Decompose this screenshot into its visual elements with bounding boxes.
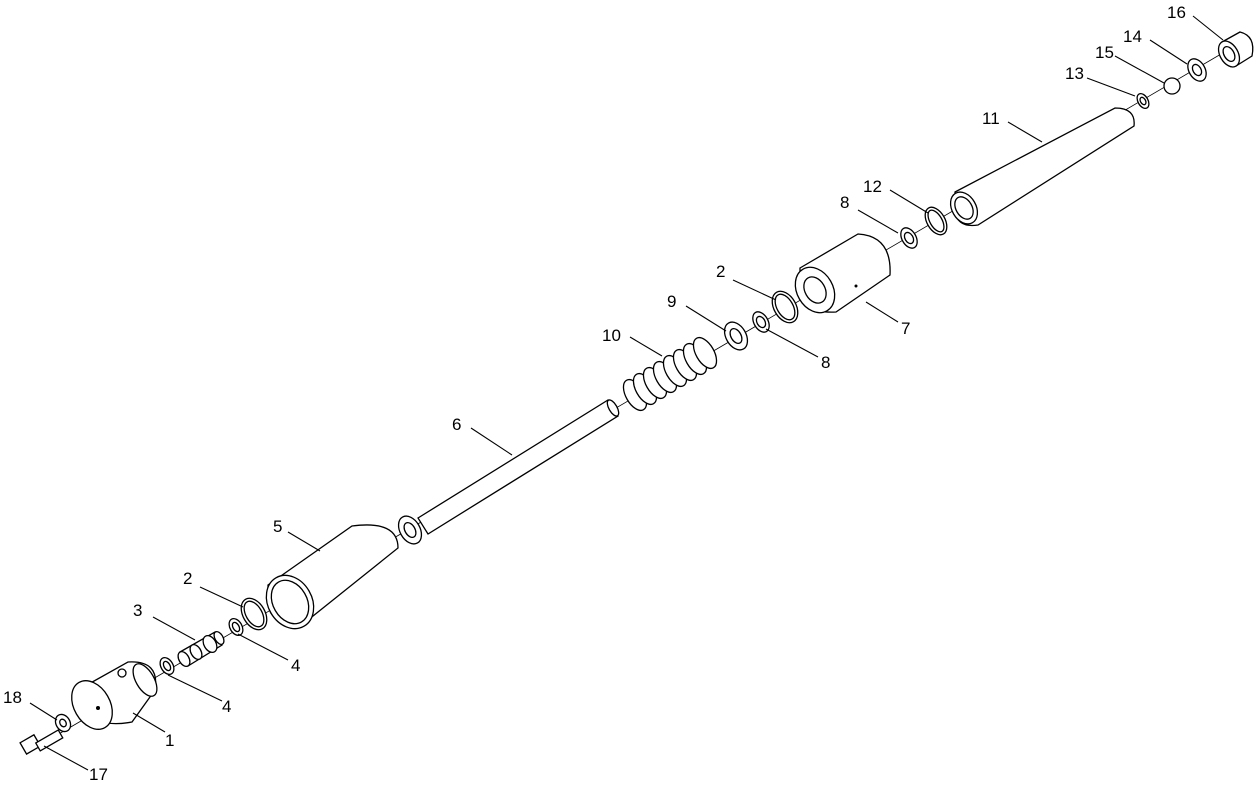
leader-17 xyxy=(43,745,89,771)
callout-12: 12 xyxy=(863,177,882,196)
callout-13: 13 xyxy=(1065,64,1084,83)
part-16-end-fitting xyxy=(1217,31,1254,68)
callout-2-lower: 2 xyxy=(183,569,192,588)
callout-6: 6 xyxy=(452,415,461,434)
callout-18: 18 xyxy=(3,688,22,707)
part-13-snap-ring xyxy=(1136,92,1150,110)
leader-13 xyxy=(1086,77,1136,97)
callout-1: 1 xyxy=(165,731,174,750)
part-18-washer xyxy=(54,713,72,733)
part-15-check-ball xyxy=(1163,77,1181,95)
leader-9 xyxy=(685,305,727,332)
callout-3: 3 xyxy=(133,601,142,620)
callout-9: 9 xyxy=(667,292,676,311)
part-5-cylinder-barrel xyxy=(265,524,399,630)
callout-10: 10 xyxy=(602,326,621,345)
callout-11: 11 xyxy=(982,109,1000,128)
leader-18 xyxy=(29,702,58,721)
leader-11 xyxy=(1007,121,1043,143)
leader-7 xyxy=(865,301,899,323)
callout-8-upper: 8 xyxy=(840,193,849,212)
callout-4-upper: 4 xyxy=(291,656,300,675)
callout-4-lower: 4 xyxy=(222,697,231,716)
callout-labels: 1 2 2 3 4 4 5 6 7 8 8 9 10 11 12 13 14 1… xyxy=(3,3,1186,784)
leader-8-lower xyxy=(765,328,819,358)
callout-8-lower: 8 xyxy=(821,353,830,372)
leader-2-upper xyxy=(732,279,777,301)
part-14-ball-seat xyxy=(1187,58,1207,82)
part-4-o-ring-upper xyxy=(228,617,244,637)
part-11-outer-tube xyxy=(949,107,1135,227)
leader-15 xyxy=(1114,55,1165,84)
leader-3 xyxy=(152,616,196,641)
leader-lines xyxy=(29,15,1224,771)
leader-14 xyxy=(1149,39,1188,65)
leader-16 xyxy=(1192,15,1224,41)
part-8-bushing-lower xyxy=(752,311,770,333)
part-8-bushing-upper xyxy=(900,227,918,249)
part-2-seal-ring-upper xyxy=(771,290,799,324)
callout-16: 16 xyxy=(1167,3,1186,22)
leader-8-upper xyxy=(857,209,899,234)
leader-12 xyxy=(889,189,929,214)
part-4-o-ring-lower xyxy=(159,656,175,676)
leader-2-lower xyxy=(199,586,244,608)
part-3-valve-spool xyxy=(177,630,225,668)
callout-7: 7 xyxy=(901,319,910,338)
leader-4-lower xyxy=(167,674,223,702)
leader-5 xyxy=(287,531,321,552)
part-12-o-ring xyxy=(924,206,948,236)
leader-10 xyxy=(629,336,663,357)
callout-2-upper: 2 xyxy=(716,262,725,281)
callout-14: 14 xyxy=(1123,27,1142,46)
callout-5: 5 xyxy=(273,517,282,536)
callout-15: 15 xyxy=(1095,43,1114,62)
part-9-spring-seat xyxy=(723,321,749,351)
callout-17: 17 xyxy=(89,765,108,784)
part-1-end-cap xyxy=(71,661,158,730)
part-10-spring xyxy=(622,336,718,412)
part-6-piston-rod xyxy=(397,399,620,545)
part-17-bolt xyxy=(19,729,64,755)
part-2-seal-ring-lower xyxy=(240,597,268,631)
leader-6 xyxy=(470,427,513,456)
leader-1 xyxy=(132,712,166,733)
leader-4-upper xyxy=(237,633,289,661)
part-7-head-block xyxy=(794,233,891,314)
